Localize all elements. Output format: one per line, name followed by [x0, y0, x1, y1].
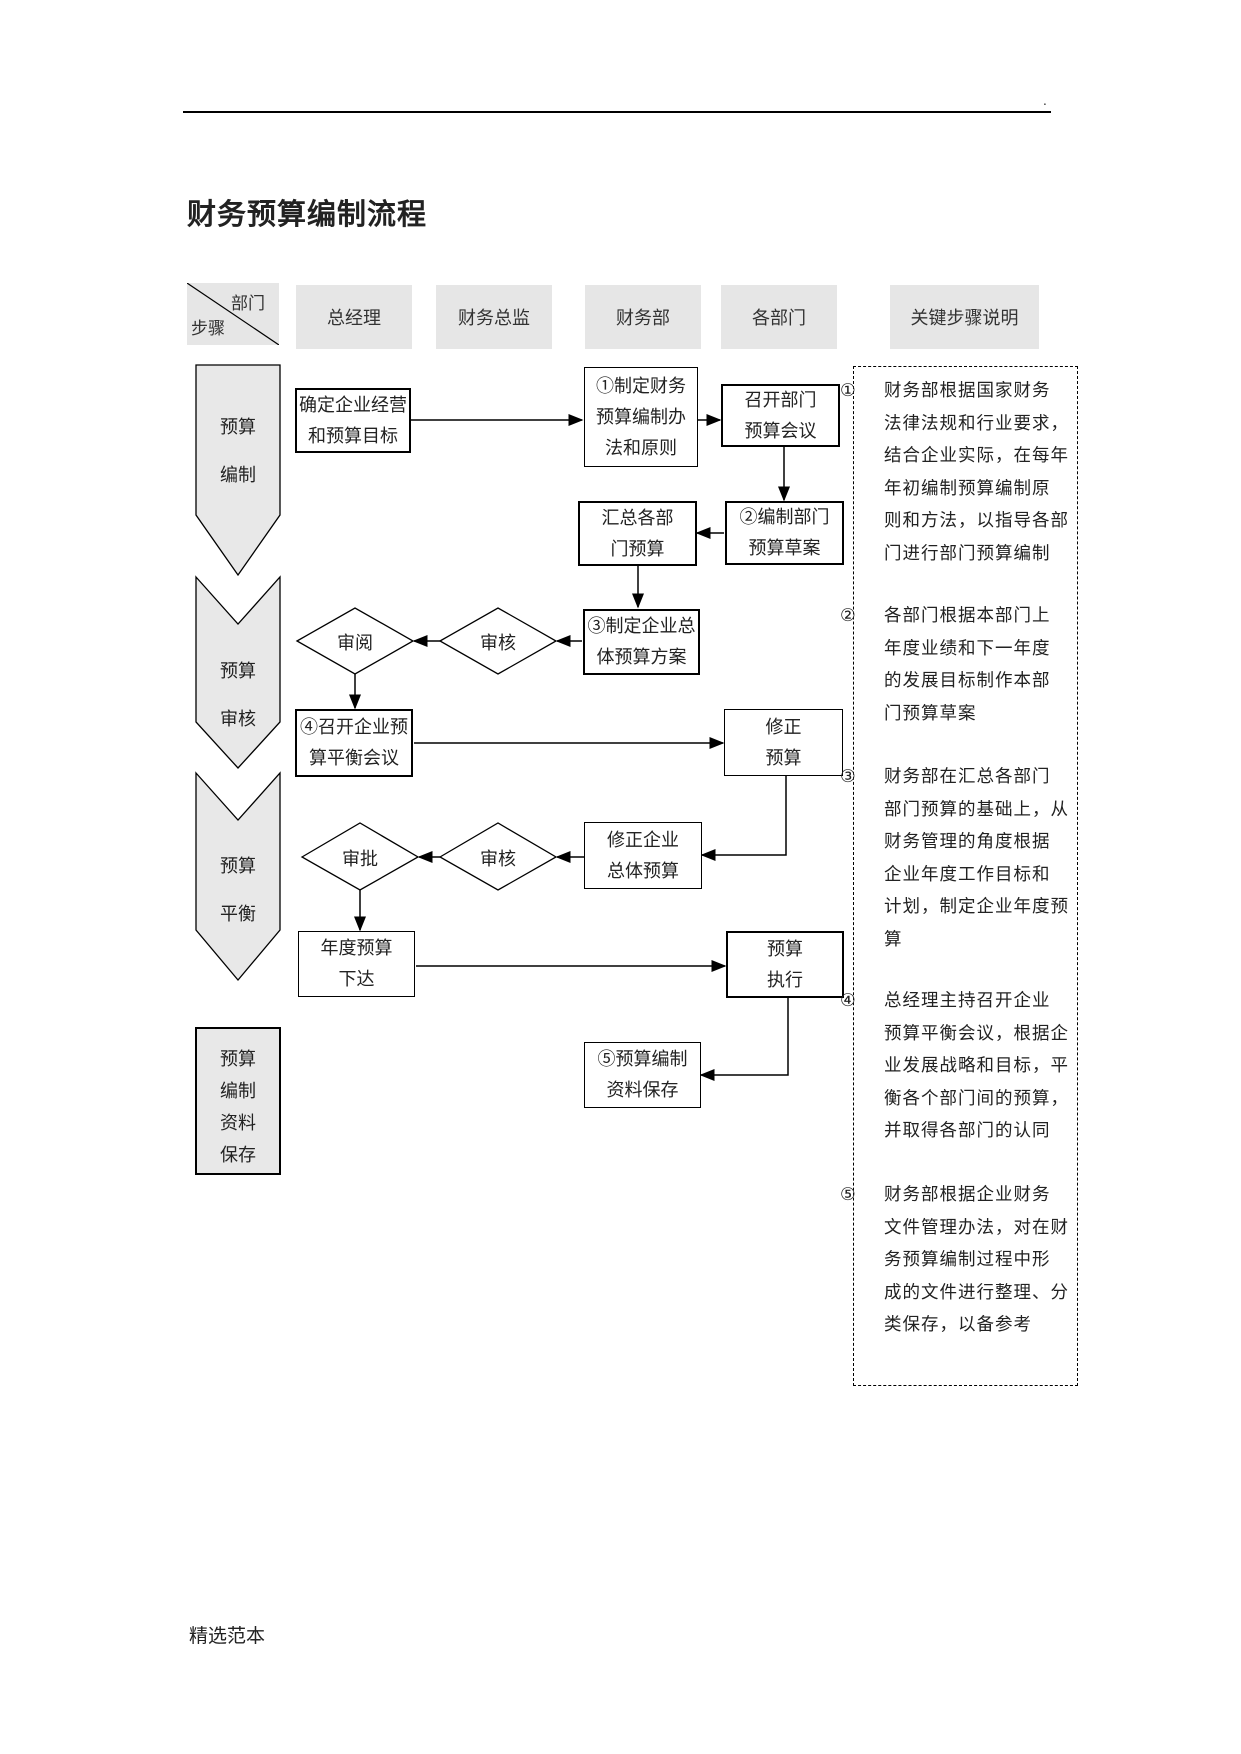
note-line: 企业年度工作目标和 — [884, 864, 1051, 885]
corner-header: 部门 步骤 — [187, 283, 279, 345]
label-approve: 审批 — [342, 849, 378, 870]
node-archive: ⑤预算编制 资料保存 — [584, 1042, 701, 1108]
note-line: 门进行部门预算编制 — [884, 543, 1051, 564]
note-line: 则和方法，以指导各部 — [884, 511, 1069, 532]
note-line: 总经理主持召开企业 — [884, 991, 1051, 1011]
note-line: 务预算编制过程中形 — [884, 1250, 1051, 1271]
label-read1: 审阅 — [337, 633, 373, 654]
node-confirm-goals: 确定企业经营 和预算目标 — [295, 388, 411, 453]
note-4-num: ④ — [840, 991, 857, 1011]
stage-label-3: 预算 平衡 — [220, 856, 256, 925]
node-dept-draft: ②编制部门 预算草案 — [725, 501, 844, 565]
note-line: 算 — [884, 929, 903, 950]
col-header-depts: 各部门 — [721, 285, 837, 349]
stage-label-4: 预算 编制 资料 保存 — [220, 1049, 256, 1166]
col-header-gm: 总经理 — [296, 285, 412, 349]
note-line: 年初编制预算编制原 — [884, 478, 1051, 499]
note-line: 结合企业实际，在每年 — [884, 446, 1069, 467]
col-header-notes: 关键步骤说明 — [890, 285, 1039, 349]
note-5: ⑤ 财务部根据企业财务文件管理办法，对在财务预算编制过程中形成的文件进行整理、分类… — [840, 1179, 1072, 1342]
note-line: 衡各个部门间的预算， — [884, 1088, 1069, 1109]
label-review2: 审核 — [480, 849, 516, 870]
node-revise-budget: 修正 预算 — [724, 709, 843, 776]
note-line: 门预算草案 — [884, 703, 977, 724]
stage-shape-3 — [195, 771, 281, 982]
note-2: ② 各部门根据本部门上年度业绩和下一年度的发展目标制作本部门预算草案 — [840, 600, 1072, 730]
note-4: ④ 总经理主持召开企业预算平衡会议，根据企业发展战略和目标，平衡各个部门间的预算，… — [840, 985, 1072, 1148]
node-overall-plan: ③制定企业总 体预算方案 — [583, 609, 700, 675]
stage-label-1: 预算 编制 — [220, 417, 256, 486]
note-line: 部门预算的基础上，从 — [884, 799, 1069, 820]
note-2-num: ② — [840, 606, 857, 626]
note-3-num: ③ — [840, 767, 857, 787]
note-line: 的发展目标制作本部 — [884, 671, 1051, 692]
note-line: 类保存，以备参考 — [884, 1315, 1032, 1336]
note-line: 预算平衡会议，根据企 — [884, 1023, 1069, 1044]
corner-top-label: 部门 — [231, 294, 265, 314]
header-rule — [183, 111, 1051, 113]
stage-shape-4 — [195, 1027, 281, 1175]
note-3: ③ 财务部在汇总各部门部门预算的基础上，从财务管理的角度根据企业年度工作目标和计划… — [840, 761, 1072, 957]
note-line: 各部门根据本部门上 — [884, 606, 1051, 626]
label-review1: 审核 — [480, 633, 516, 654]
note-5-num: ⑤ — [840, 1185, 857, 1205]
stage-label-2: 预算 审核 — [220, 661, 256, 730]
node-execute: 预算 执行 — [726, 931, 844, 998]
node-annual-issue: 年度预算 下达 — [298, 931, 415, 997]
stage-shape-1 — [195, 364, 281, 577]
note-line: 财务部在汇总各部门 — [884, 767, 1051, 787]
node-summarize: 汇总各部 门预算 — [578, 501, 697, 566]
corner-bottom-label: 步骤 — [191, 319, 225, 339]
note-line: 计划，制定企业年度预 — [884, 897, 1069, 918]
node-dept-meeting: 召开部门 预算会议 — [721, 384, 840, 447]
note-line: 财务部根据国家财务 — [884, 381, 1051, 401]
note-1: ① 财务部根据国家财务法律法规和行业要求， 结合企业实际，在每年年初编制预算编制原则… — [840, 375, 1072, 571]
note-line: 文件管理办法，对在财 — [884, 1217, 1069, 1238]
page-footer: 精选范本 — [189, 1625, 266, 1647]
page-title: 财务预算编制流程 — [187, 197, 428, 231]
node-revise-overall: 修正企业 总体预算 — [584, 822, 702, 889]
corner-diagonal — [187, 283, 279, 345]
note-line: 年度业绩和下一年度 — [884, 638, 1051, 659]
note-line: 财务部根据企业财务 — [884, 1185, 1051, 1205]
node-balance-meeting: ④召开企业预 算平衡会议 — [295, 709, 413, 777]
col-header-finance: 财务部 — [585, 285, 701, 349]
key-steps-panel: ① 财务部根据国家财务法律法规和行业要求， 结合企业实际，在每年年初编制预算编制原则… — [840, 366, 1078, 1386]
note-line: 并取得各部门的认同 — [884, 1121, 1051, 1142]
note-1-num: ① — [840, 381, 857, 401]
note-line: 成的文件进行整理、分 — [884, 1282, 1069, 1303]
note-line: 业发展战略和目标，平 — [884, 1056, 1069, 1077]
note-line: 法律法规和行业要求， — [884, 413, 1069, 434]
header-mark: . — [1043, 94, 1047, 108]
stage-shape-2 — [195, 575, 281, 769]
node-make-methods: ①制定财务 预算编制办 法和原则 — [584, 367, 698, 467]
note-line: 财务管理的角度根据 — [884, 832, 1051, 853]
col-header-cfo: 财务总监 — [436, 285, 552, 349]
